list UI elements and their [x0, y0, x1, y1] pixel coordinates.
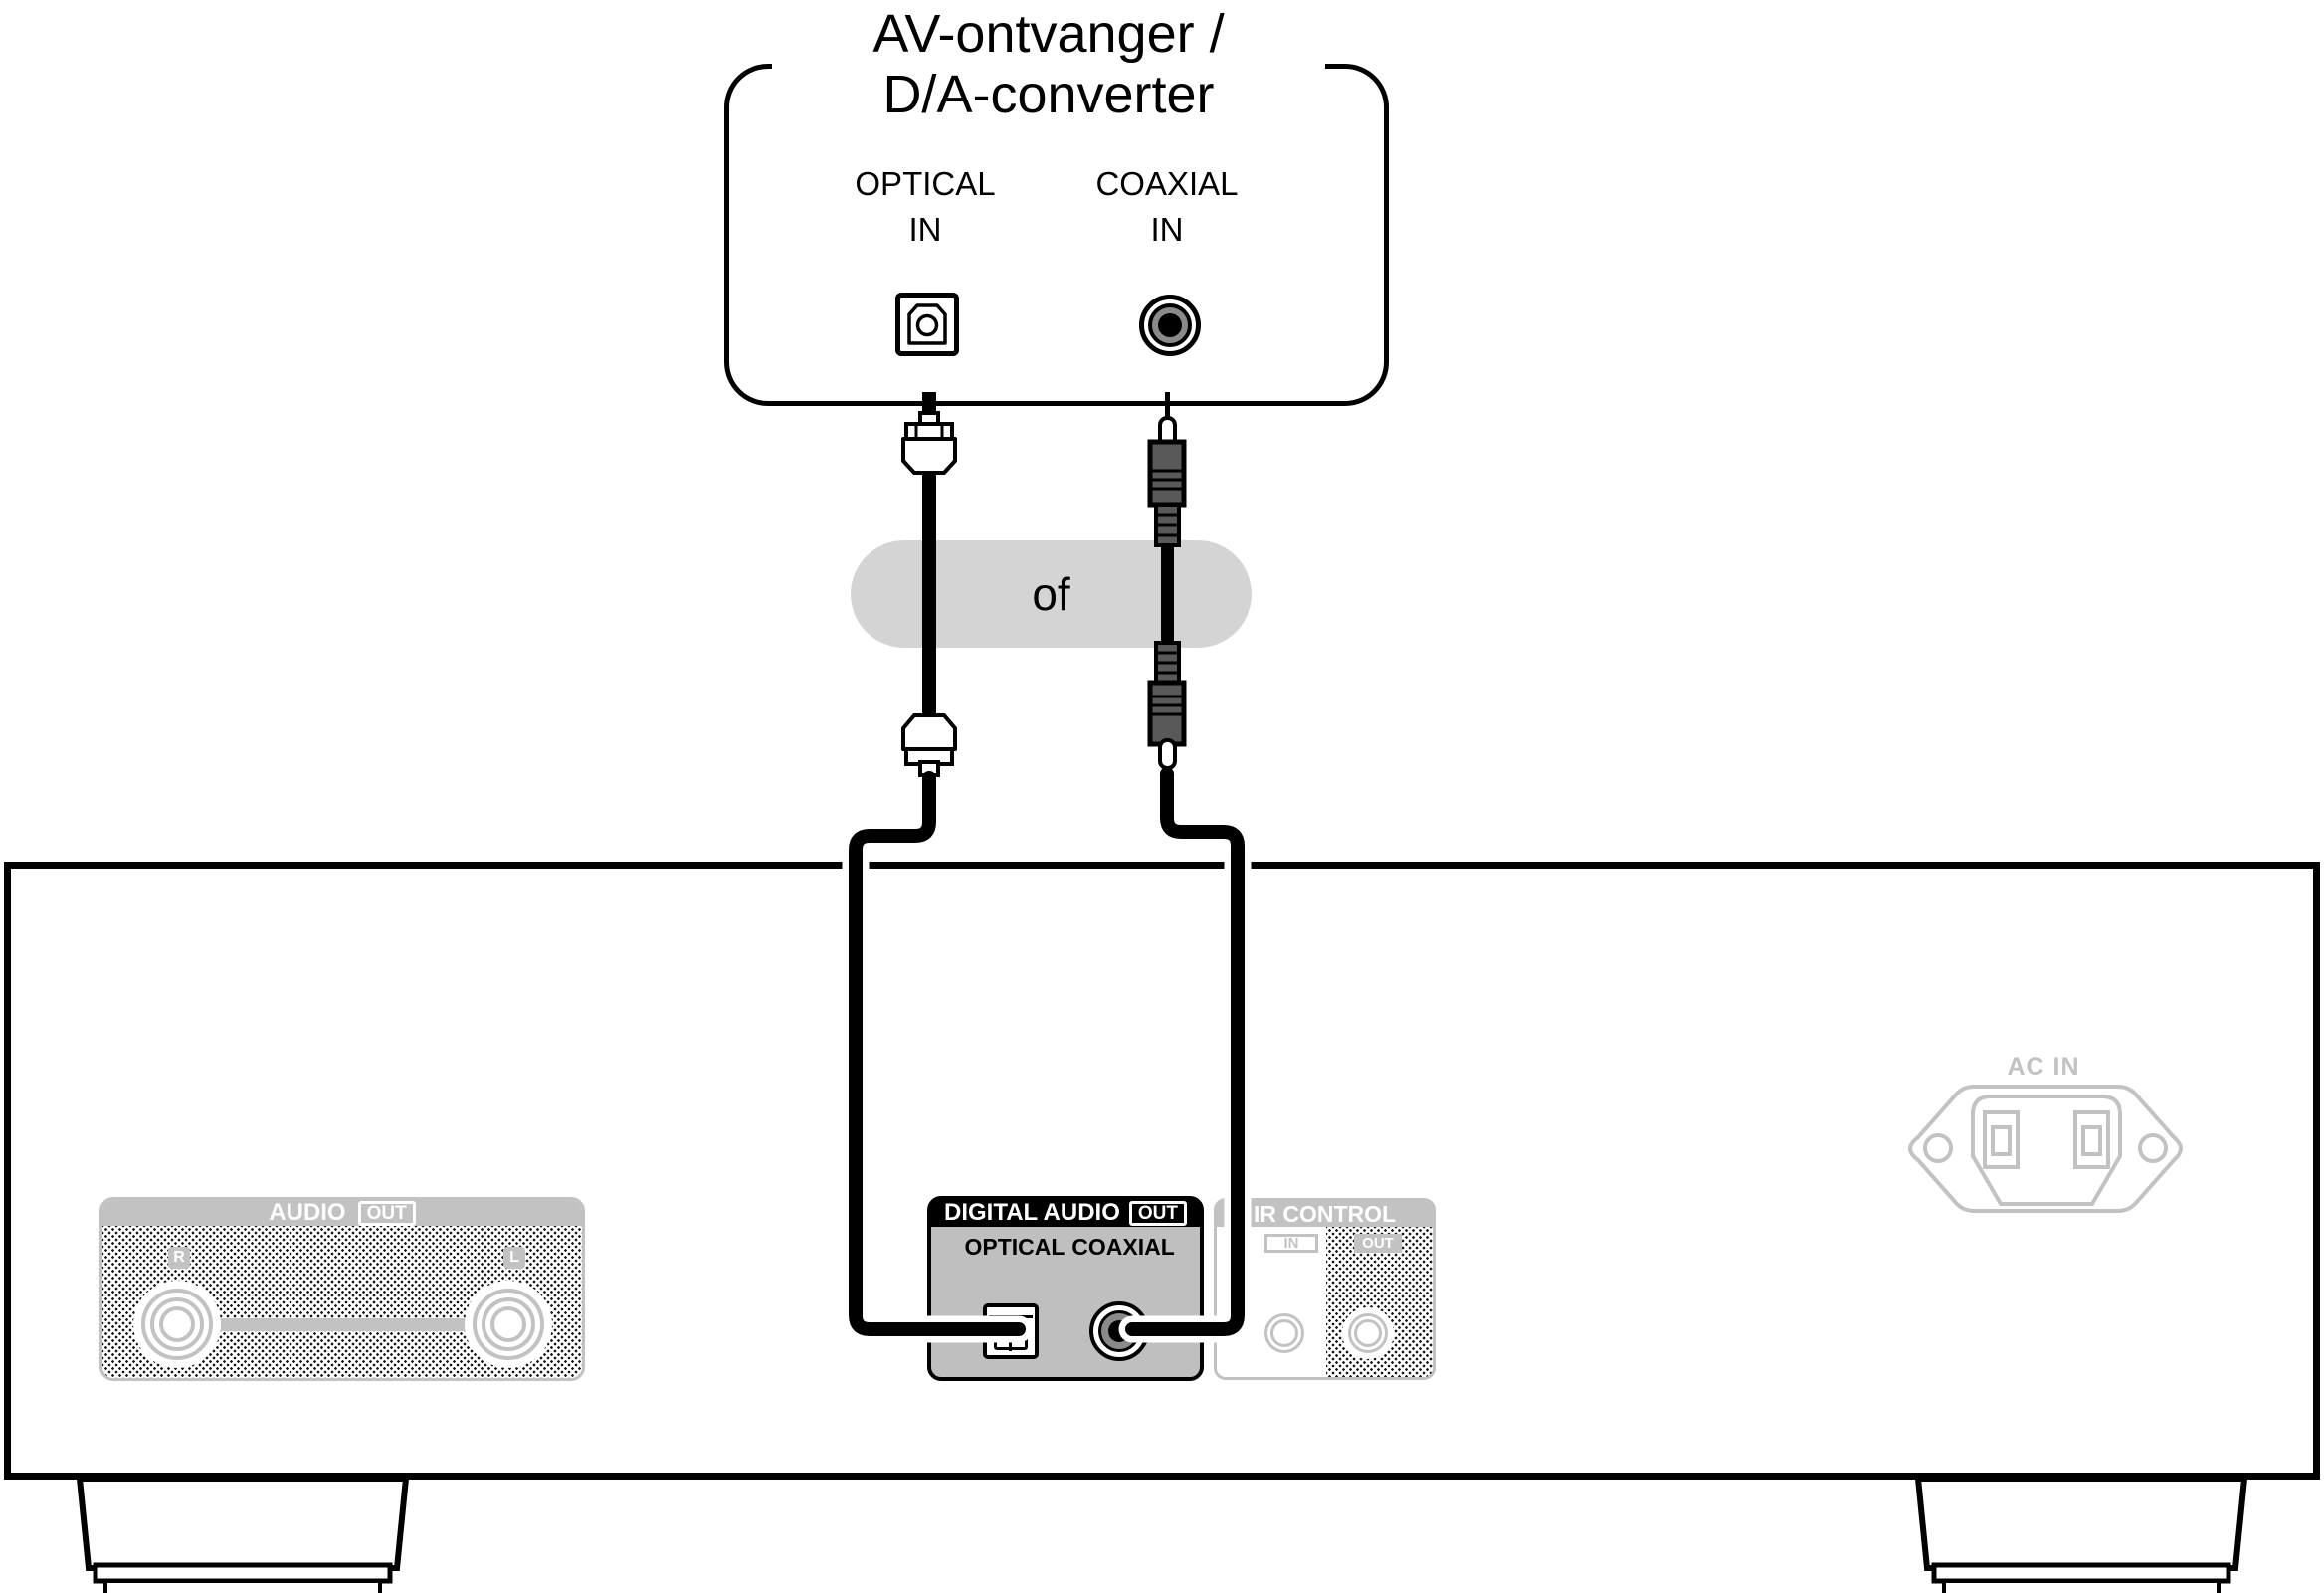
foot-right [1914, 1476, 2248, 1571]
coaxial-in-direction: IN [1150, 211, 1184, 248]
ir-control-header: IR CONTROL [1217, 1201, 1433, 1227]
jack-label-r: R [168, 1247, 190, 1269]
ir-control-title: IR CONTROL [1253, 1200, 1397, 1227]
optical-in-port [895, 293, 959, 356]
coaxial-in-label: COAXIAL [1095, 165, 1239, 202]
optical-in-direction: IN [908, 211, 942, 248]
digital-coaxial-label: COAXIAL [1071, 1234, 1175, 1260]
optical-in-label: OPTICAL [855, 165, 996, 202]
rca-plug-top [1147, 439, 1187, 508]
ir-in-label: IN [1264, 1234, 1318, 1253]
ir-control-section: IR CONTROL IN OUT [1214, 1198, 1436, 1380]
av-receiver-title-line1: AV-ontvanger / [872, 4, 1225, 64]
or-pill: of [851, 540, 1252, 648]
jack-label-l: L [503, 1247, 525, 1269]
audio-out-badge: OUT [357, 1200, 416, 1226]
ac-in-label: AC IN [2007, 1053, 2080, 1081]
rca-pin-bottom [1158, 738, 1177, 770]
toslink-plug-top [901, 437, 957, 475]
audio-out-jack-r [133, 1281, 221, 1368]
ir-out-label: OUT [1354, 1234, 1402, 1253]
jack-connector-bar [177, 1318, 508, 1331]
rear-panel [4, 862, 2320, 1480]
audio-out-title: AUDIO [269, 1199, 346, 1226]
digital-audio-title: DIGITAL AUDIO [944, 1199, 1120, 1226]
foot-left [76, 1476, 410, 1571]
audio-out-header: AUDIO OUT [102, 1200, 582, 1226]
digital-audio-out-section: DIGITAL AUDIO OUT OPTICAL COAXIAL [927, 1196, 1204, 1381]
optical-out-port [983, 1303, 1039, 1359]
ir-out-jack [1342, 1307, 1394, 1359]
digital-audio-header: DIGITAL AUDIO OUT [930, 1199, 1201, 1227]
or-label: of [1032, 568, 1070, 620]
av-receiver-title: AV-ontvanger / D/A-converter [772, 0, 1325, 133]
rca-pin-top [1158, 416, 1177, 448]
toslink-plug-bottom [901, 713, 957, 751]
digital-audio-badge: OUT [1128, 1200, 1187, 1226]
audio-out-jack-l [465, 1281, 552, 1368]
audio-out-section: AUDIO OUT R L [99, 1197, 585, 1381]
ir-in-jack [1259, 1307, 1310, 1359]
av-receiver-title-line2: D/A-converter [882, 65, 1215, 124]
digital-optical-label: OPTICAL [964, 1234, 1065, 1260]
rca-plug-bottom [1147, 680, 1187, 747]
